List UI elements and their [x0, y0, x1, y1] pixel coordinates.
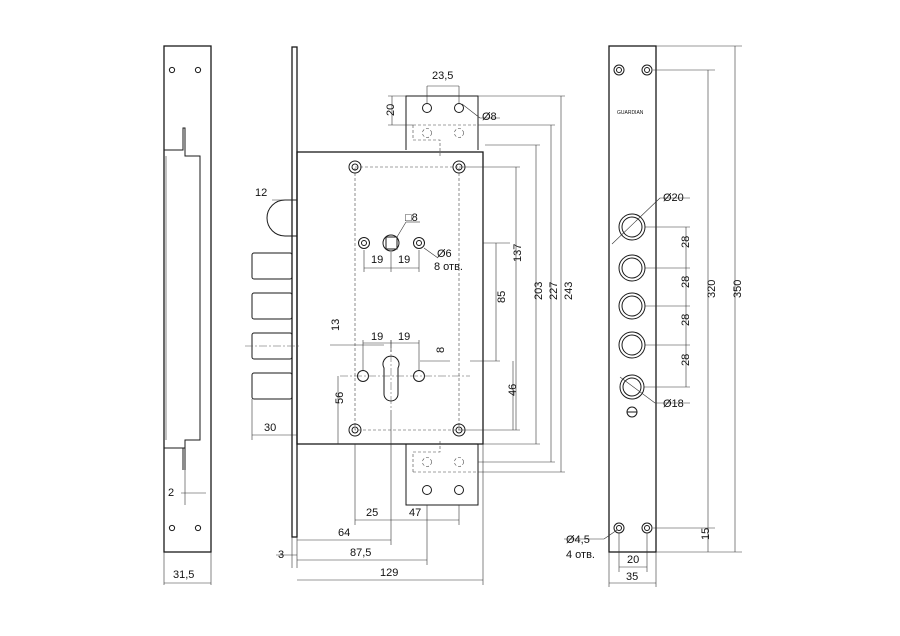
strike-latch-hole: [619, 374, 645, 400]
strike-bolt-hole: [618, 331, 646, 359]
dim-strike-inner-height: 320: [706, 280, 718, 298]
strike-screw-hole: [641, 64, 653, 76]
dim-spindle-square: □8: [405, 212, 418, 224]
strike-bolt-hole: [618, 254, 646, 282]
strike-screw-hole: [613, 522, 625, 534]
strike-plate-view: GUARDIAN Ø20 Ø18 28 28 28 28 320: [564, 45, 744, 587]
dim-height-203: 203: [533, 282, 545, 300]
deadbolt: [251, 252, 293, 280]
dim-strike-width: 35: [626, 571, 638, 583]
fixing-hole: [413, 237, 425, 249]
strike-plate-outline: [608, 45, 657, 553]
dim-tab-hole: Ø8: [482, 111, 497, 123]
dim-hole-18: Ø18: [663, 398, 684, 410]
tab-hole: [422, 103, 432, 113]
top-tab: [405, 95, 479, 150]
dim-fixing-holes: Ø6: [437, 248, 452, 260]
dim-spindle-right: 19: [398, 254, 410, 266]
dim-strike-height: 350: [732, 280, 744, 298]
inner-mechanism-outline: [354, 166, 460, 431]
cylinder-hole: [382, 355, 400, 402]
dim-pitch-3: 28: [680, 314, 692, 326]
dim-height-243: 243: [563, 282, 575, 300]
lock-case: [296, 151, 484, 445]
fixing-hole: [358, 237, 370, 249]
dim-screw-hole: Ø4,5: [566, 534, 590, 546]
tab-hole: [422, 485, 432, 495]
deadbolt: [251, 332, 293, 360]
bottom-tab: [405, 444, 479, 506]
strike-bolt-hole: [618, 292, 646, 320]
left-plate-hole: [194, 66, 202, 74]
dim-height-227: 227: [548, 282, 560, 300]
dim-cylinder-offset: 8: [435, 347, 447, 353]
dim-cylinder-to-bolt: 13: [330, 319, 342, 331]
deadbolt: [251, 292, 293, 320]
dim-left-plate-offset: 2: [168, 487, 174, 499]
spindle-hub: [382, 234, 400, 252]
dim-left-plate-width: 31,5: [173, 569, 194, 581]
dim-spindle-to-cylinder: 85: [496, 291, 508, 303]
case-screw: [348, 160, 362, 174]
left-plate-outline: [163, 45, 212, 553]
dim-screw-count: 4 отв.: [566, 549, 595, 561]
dim-backset: 64: [338, 527, 350, 539]
dim-spindle-left: 19: [371, 254, 383, 266]
dim-cylinder-to-bottom: 56: [334, 392, 346, 404]
brand-label: GUARDIAN: [617, 110, 644, 116]
case-screw: [348, 423, 362, 437]
left-plate-view: 2 31,5: [163, 45, 212, 585]
dim-top-tab-height: 20: [385, 104, 397, 116]
dim-backset-total: 87,5: [350, 547, 371, 559]
dim-bolt-projection: 30: [264, 422, 276, 434]
dim-hole-20: Ø20: [663, 192, 684, 204]
dim-pitch-4: 28: [680, 354, 692, 366]
strike-screw-hole: [641, 522, 653, 534]
deadbolt: [251, 372, 293, 400]
faceplate: [291, 46, 298, 538]
spindle-square: [385, 236, 398, 250]
dim-faceplate-thickness: 3: [278, 549, 284, 561]
dim-cylinder-right: 19: [398, 331, 410, 343]
left-plate-inner-edge: [164, 127, 201, 449]
latch-bolt: [266, 199, 297, 237]
dim-top-tab-width: 23,5: [432, 70, 453, 82]
dim-bolt-length: 12: [255, 187, 267, 199]
dim-body-width: 129: [380, 567, 398, 579]
dim-fixing-holes-count: 8 отв.: [434, 261, 463, 273]
dim-pitch-2: 28: [680, 276, 692, 288]
dim-spindle-to-bottom-screw: 137: [512, 244, 524, 262]
dim-bottom-25: 25: [366, 507, 378, 519]
dim-pitch-1: 28: [680, 236, 692, 248]
left-plate-hole: [168, 524, 176, 532]
left-plate-hole: [168, 66, 176, 74]
strike-screw-hole: [613, 64, 625, 76]
left-plate-hole: [194, 524, 202, 532]
dim-strike-hole-spacing: 20: [627, 554, 639, 566]
dim-bottom-47: 47: [409, 507, 421, 519]
dim-cylinder-hole-spacing: 46: [507, 384, 519, 396]
dim-strike-bottom: 15: [700, 528, 712, 540]
lock-body-view: 3 23,5 20 Ø8: [245, 46, 575, 585]
tab-hole: [454, 103, 464, 113]
tab-hole: [454, 485, 464, 495]
dim-cylinder-left: 19: [371, 331, 383, 343]
strike-bolt-hole: [618, 213, 646, 241]
